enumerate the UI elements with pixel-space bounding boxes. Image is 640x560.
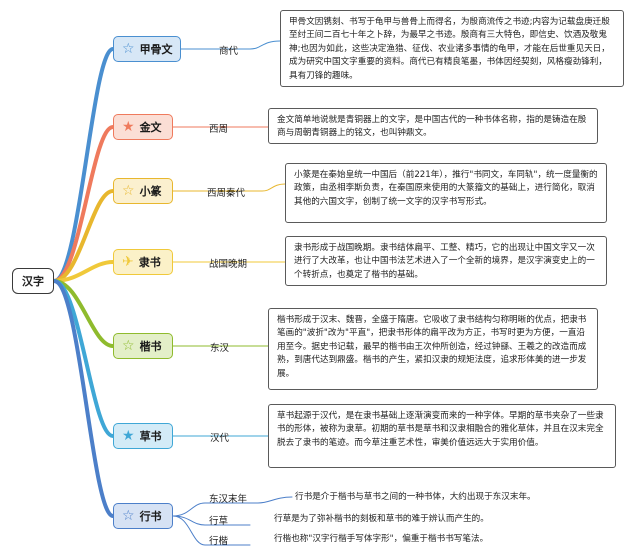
sub-connector	[172, 515, 251, 546]
description-box: 草书起源于汉代，是在隶书基础上逐渐演变而来的一种字体。早期的草书夹杂了一些隶书的…	[268, 404, 616, 468]
description-text: 行楷也称"汉字行楷手写体字形"，偏重于楷书书写笔法。	[274, 533, 489, 547]
branch-node-caoshu[interactable]: ★ 草书	[113, 423, 173, 449]
star-filled-icon: ★	[122, 428, 135, 444]
star-filled-icon: ★	[122, 119, 135, 135]
era-label: 商代	[219, 46, 239, 57]
branch-connector	[52, 47, 115, 283]
era-label: 行楷	[209, 536, 229, 547]
era-label: 西周秦代	[207, 188, 246, 199]
paper-plane-icon: ✈	[122, 254, 134, 270]
branch-node-kaishu[interactable]: ☆ 楷书	[113, 333, 173, 359]
era-label: 行草	[209, 516, 229, 527]
branch-label: 甲骨文	[139, 43, 173, 56]
era-label: 汉代	[210, 433, 230, 444]
branch-connector	[52, 189, 115, 283]
star-outline-icon: ☆	[122, 41, 135, 57]
branch-node-lishu[interactable]: ✈ 隶书	[113, 249, 173, 275]
description-box: 金文简单地说就是青铜器上的文字，是中国古代的一种书体名称，指的是铸造在殷商与周朝…	[268, 108, 598, 144]
branch-connector	[52, 279, 115, 438]
desc-connector	[249, 40, 281, 50]
branch-label: 隶书	[138, 256, 161, 269]
branch-label: 金文	[139, 121, 162, 134]
era-label: 西周	[209, 124, 229, 135]
root-label: 汉字	[22, 275, 44, 288]
star-outline-icon: ☆	[122, 338, 135, 354]
era-label: 东汉末年	[209, 494, 248, 505]
description-box: 小篆是在秦始皇统一中国后（前221年），推行"书同文，车同轨"，统一度量衡的政策…	[285, 163, 607, 223]
desc-connector	[257, 496, 293, 504]
desc-connector	[261, 183, 286, 192]
branch-node-xiaozhuan[interactable]: ☆ 小篆	[113, 178, 173, 204]
root-node[interactable]: 汉字	[12, 268, 54, 294]
star-outline-icon: ☆	[122, 183, 135, 199]
era-label: 战国晚期	[209, 259, 248, 270]
description-box: 楷书形成于汉末、魏晋，全盛于隋唐。它吸收了隶书结构匀称明晰的优点，把隶书笔画的"…	[268, 308, 598, 390]
description-box: 隶书形成于战国晚期。隶书结体扁平、工整、精巧，它的出现让中国文字又一次进行了大改…	[285, 236, 607, 286]
sub-connector	[172, 502, 259, 517]
star-outline-icon: ☆	[122, 508, 135, 524]
branch-node-jinwen[interactable]: ★ 金文	[113, 114, 173, 140]
branch-connector	[52, 125, 115, 283]
description-text: 行草是为了弥补楷书的刻板和草书的难于辨认而产生的。	[274, 513, 489, 527]
branch-label: 小篆	[139, 185, 162, 198]
description-text: 行书是介于楷书与草书之间的一种书体，大约出现于东汉末年。	[295, 491, 536, 505]
branch-node-xingshu[interactable]: ☆ 行书	[113, 503, 173, 529]
branch-connector	[52, 279, 115, 518]
branch-label: 楷书	[139, 340, 162, 353]
sub-connector	[172, 515, 251, 526]
description-box: 甲骨文因镌刻、书写于龟甲与兽骨上而得名，为殷商流传之书迹;内容为记载盘庚迁殷至纣…	[280, 10, 624, 87]
branch-label: 草书	[139, 430, 162, 443]
branch-node-jiaguwen[interactable]: ☆ 甲骨文	[113, 36, 181, 62]
era-label: 东汉	[210, 343, 230, 354]
branch-label: 行书	[139, 510, 162, 523]
